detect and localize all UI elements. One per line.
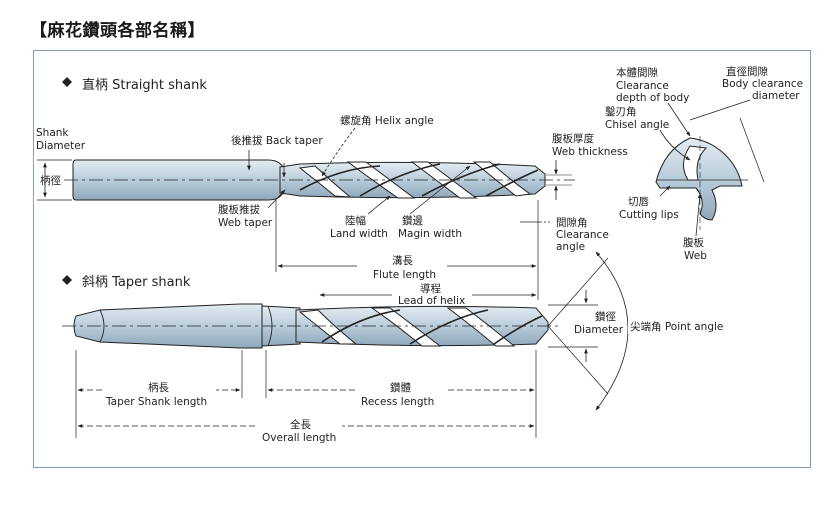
diamond-bullet-icon [62, 77, 72, 87]
straight-shank-section-header: 直柄 Straight shank [62, 77, 207, 93]
body-clearance-en-label-2: diameter [752, 90, 800, 102]
web-taper-zh-label: 腹板推拔 [218, 203, 260, 216]
clearance-angle-en-label-2: angle [556, 241, 585, 253]
drill-end-view [655, 99, 765, 230]
web-thickness-zh-label: 腹板厚度 [552, 132, 594, 145]
lead-zh-label: 導程 [420, 282, 441, 295]
clearance-angle-zh-label: 間隙角 [556, 216, 588, 229]
taper-shank-title: 斜柄 Taper shank [82, 275, 191, 290]
diameter-dimension: 鑽徑 Diameter [548, 290, 624, 362]
recess-length-zh-label: 鑽體 [390, 381, 411, 394]
clearance-angle-en-label-1: Clearance [556, 229, 609, 241]
clearance-depth-zh-label: 本體間隙 [616, 66, 658, 79]
taper-shank-length-en-label: Taper Shank length [105, 396, 207, 408]
land-width-zh-label: 陸幅 [345, 214, 366, 227]
taper-shank-length-zh-label: 柄長 [148, 381, 169, 394]
flute-length-en-label: Flute length [373, 269, 436, 281]
diamond-bullet-icon [62, 275, 72, 285]
diagram-frame [33, 50, 811, 468]
overall-length-zh-label: 全長 [290, 418, 311, 431]
web-thickness-en-label: Web thickness [552, 146, 628, 158]
helix-angle-label: 螺旋角 Helix angle [340, 114, 434, 127]
lead-en-label: Lead of helix [398, 295, 465, 307]
overall-length-en-label: Overall length [262, 432, 336, 444]
end-view-labels: 本體間隙 Clearance depth of body 直徑間隙 Body c… [605, 65, 803, 262]
web-zh-label: 腹板 [683, 236, 704, 249]
margin-width-en-label: Magin width [398, 228, 462, 240]
straight-shank-title: 直柄 Straight shank [82, 78, 207, 93]
length-dimensions: 柄長 Taper Shank length 鑽體 Recess length 全… [75, 350, 537, 446]
cutting-lips-zh-label: 切唇 [628, 196, 649, 208]
shank-diameter-label-1: Shank [36, 127, 69, 139]
taper-drill-body [62, 303, 560, 349]
straight-drill-body [64, 159, 575, 201]
point-angle-label: 尖端角 Point angle [630, 320, 723, 333]
chisel-angle-en-label: Chisel angle [605, 119, 669, 131]
taper-shank-section-header: 斜柄 Taper shank [62, 275, 191, 290]
clearance-depth-en-label-2: depth of body [616, 92, 689, 104]
diameter-zh-label: 鑽徑 [595, 310, 616, 323]
back-taper-label: 後推拔 Back taper [231, 134, 323, 147]
recess-length-en-label: Recess length [361, 396, 434, 408]
cutting-lips-en-label: Cutting lips [619, 209, 679, 221]
diameter-en-label: Diameter [574, 324, 624, 336]
land-width-en-label: Land width [330, 228, 388, 240]
clearance-depth-en-label-1: Clearance [616, 80, 669, 92]
body-clearance-zh-label: 直徑間隙 [726, 65, 768, 78]
body-clearance-en-label-1: Body clearance [722, 78, 803, 90]
shank-diameter-label-2: Diameter [36, 140, 86, 152]
chisel-angle-zh-label: 鑿刃角 [605, 106, 637, 118]
web-taper-en-label: Web taper [218, 217, 273, 229]
shank-diameter-zh-label: 柄徑 [40, 174, 61, 187]
straight-drill-labels: Shank Diameter 柄徑 後推拔 Back taper 螺旋角 Hel… [36, 114, 628, 253]
margin-width-zh-label: 鑽邊 [402, 214, 423, 227]
point-angle-dimension: 尖端角 Point angle [547, 251, 734, 411]
web-en-label: Web [684, 250, 707, 262]
page-title: 【麻花鑽頭各部名稱】 [30, 21, 205, 41]
flute-length-dimension: 溝長 Flute length 導程 Lead of helix [275, 200, 539, 307]
flute-length-zh-label: 溝長 [392, 254, 413, 267]
